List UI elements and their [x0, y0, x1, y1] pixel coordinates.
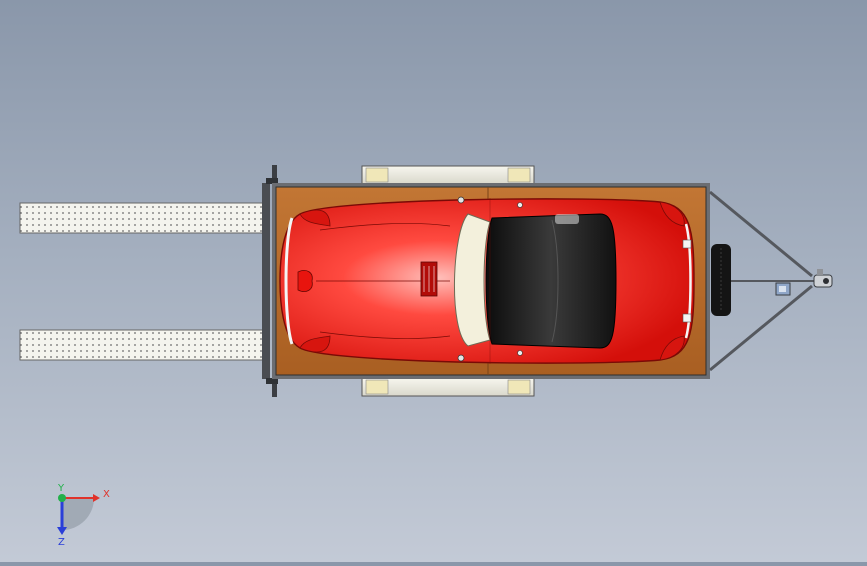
wheel-fenders	[361, 165, 535, 397]
x-axis-label: X	[103, 489, 110, 500]
axis-triad: X Y Z	[57, 483, 110, 548]
loading-ramps	[19, 202, 265, 361]
z-axis-label: Z	[58, 537, 65, 548]
jockey-wheel	[775, 282, 791, 296]
spare-wheel[interactable]	[711, 244, 731, 316]
y-axis-label: Y	[57, 483, 65, 494]
ramp-upper[interactable]	[19, 202, 265, 234]
car-model[interactable]	[279, 196, 695, 364]
windscreen-panel	[453, 213, 491, 347]
rear-frame	[262, 165, 278, 397]
tow-coupling[interactable]	[813, 269, 833, 288]
soft-top	[485, 213, 617, 349]
y-axis-dot	[58, 494, 66, 502]
ramp-lower[interactable]	[19, 329, 265, 361]
